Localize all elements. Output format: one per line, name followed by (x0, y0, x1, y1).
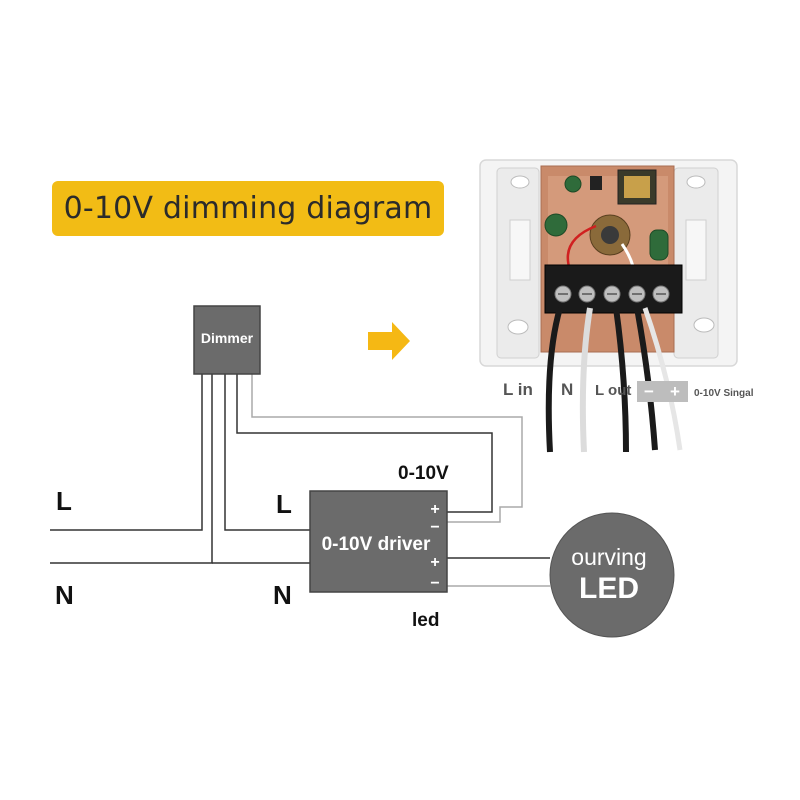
dimmer-label: Dimmer (201, 330, 254, 346)
photo-label-n: N (561, 380, 573, 399)
wires (50, 373, 550, 587)
driver-label: 0-10V driver (322, 534, 431, 555)
title-banner: 0-10V dimming diagram (52, 181, 444, 236)
photo-label-signal: 0-10V Singal (694, 388, 754, 399)
wire-mains-line (50, 373, 203, 531)
driver-led-plus: + (430, 554, 439, 571)
arrow-icon (368, 322, 410, 360)
driver-neutral-label: N (273, 580, 292, 610)
driver-box: 0-10V driver + − + − (309, 490, 448, 593)
photo-label-l-out: L out (595, 382, 631, 399)
led-brand: ourving (571, 544, 646, 570)
dimmer-box: Dimmer (193, 305, 261, 375)
wire-signal-negative (251, 373, 523, 523)
photo-label-minus: − (644, 382, 654, 401)
photo-label-l-in: L in (503, 380, 533, 399)
dimmer-photo (479, 159, 738, 453)
driver-line-label: L (276, 489, 292, 519)
led-circle: ourving LED (549, 512, 675, 638)
mains-line-label: L (56, 486, 72, 516)
diagram-title: 0-10V dimming diagram (63, 191, 433, 226)
driver-led-minus: − (430, 575, 439, 592)
wire-mains-neutral (50, 373, 213, 564)
photo-label-plus: + (670, 382, 680, 401)
led-output-label: led (412, 610, 439, 631)
signal-label: 0-10V (398, 463, 449, 484)
led-label: LED (579, 572, 639, 605)
wire-dimmer-to-driver-line (224, 373, 310, 531)
signal-terminal-badge: − + (637, 381, 688, 402)
driver-signal-minus: − (430, 519, 439, 536)
driver-signal-plus: + (430, 501, 439, 518)
wire-signal-positive (236, 373, 493, 513)
mains-neutral-label: N (55, 580, 74, 610)
